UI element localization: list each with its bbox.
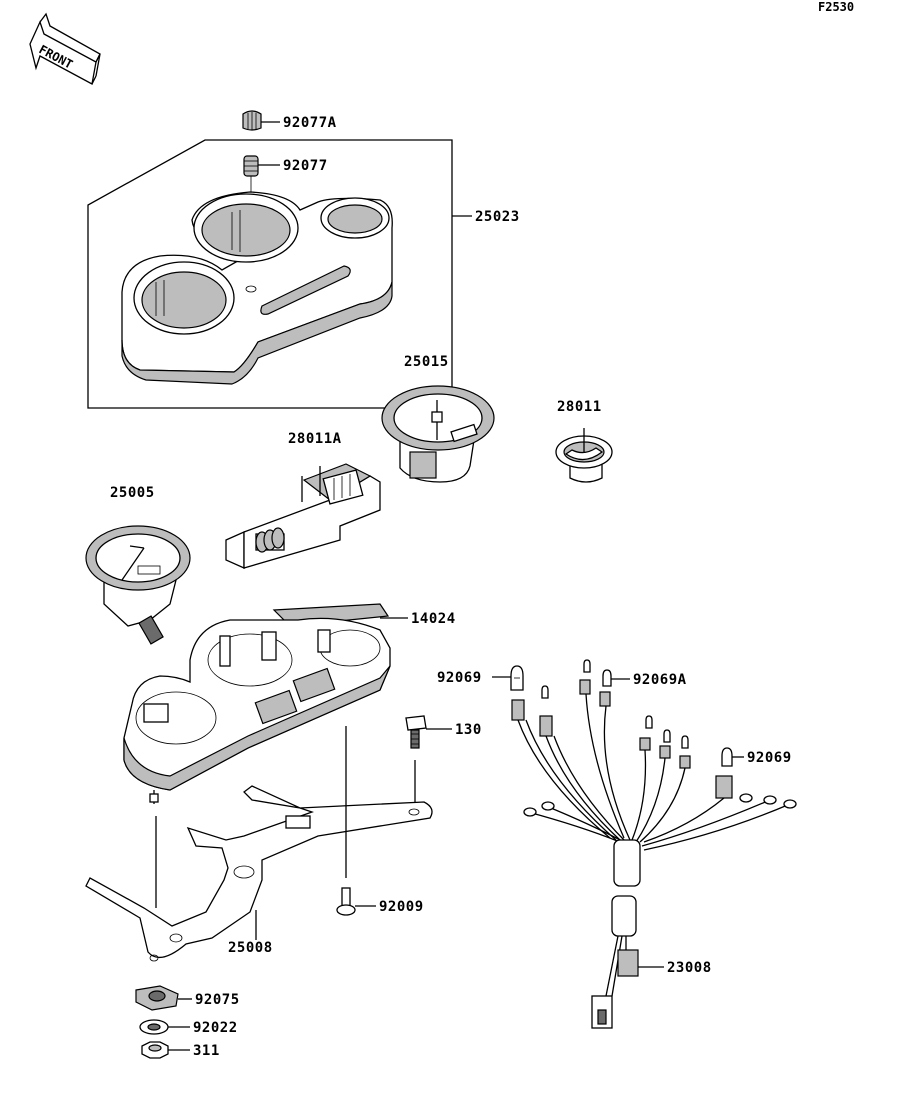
callout-92069A: 92069A [633, 672, 687, 688]
callout-92075: 92075 [195, 992, 240, 1008]
callout-311: 311 [193, 1043, 220, 1059]
speedometer [85, 525, 191, 645]
nut-92077A-icon [242, 110, 262, 131]
bulb-92069-right-icon [645, 715, 733, 767]
small-gauge [555, 428, 613, 483]
bracket [85, 785, 433, 962]
callout-92069-left: 92069 [437, 670, 482, 686]
meter-cover-case [121, 191, 393, 385]
callout-28011A: 28011A [288, 431, 342, 447]
callout-92022: 92022 [193, 1020, 238, 1036]
callout-14024: 14024 [411, 611, 456, 627]
callout-23008: 23008 [667, 960, 712, 976]
screw-92009-icon [336, 887, 356, 916]
bulb-92069A-icon [541, 659, 612, 699]
callout-130: 130 [455, 722, 482, 738]
callout-92077A: 92077A [283, 115, 337, 131]
callout-92077: 92077 [283, 158, 328, 174]
bolt-130-icon [405, 715, 427, 808]
callout-28011: 28011 [557, 399, 602, 415]
callout-25008: 25008 [228, 940, 273, 956]
callout-25015: 25015 [404, 354, 449, 370]
washer-92022-icon [139, 1019, 169, 1035]
damper-92075-icon [135, 985, 179, 1011]
front-arrow-icon: FRONT [29, 12, 101, 85]
nut-311-icon [141, 1041, 169, 1059]
figure-code: F2530 [818, 0, 854, 14]
meter-case [123, 603, 391, 804]
bulb-92069-left-icon [510, 665, 524, 691]
indicator-assembly [225, 463, 381, 570]
callout-25005: 25005 [110, 485, 155, 501]
callout-25023: 25023 [475, 209, 520, 225]
wiring-harness [511, 679, 797, 1029]
tachometer [381, 385, 495, 483]
callout-92069-right: 92069 [747, 750, 792, 766]
callout-92009: 92009 [379, 899, 424, 915]
